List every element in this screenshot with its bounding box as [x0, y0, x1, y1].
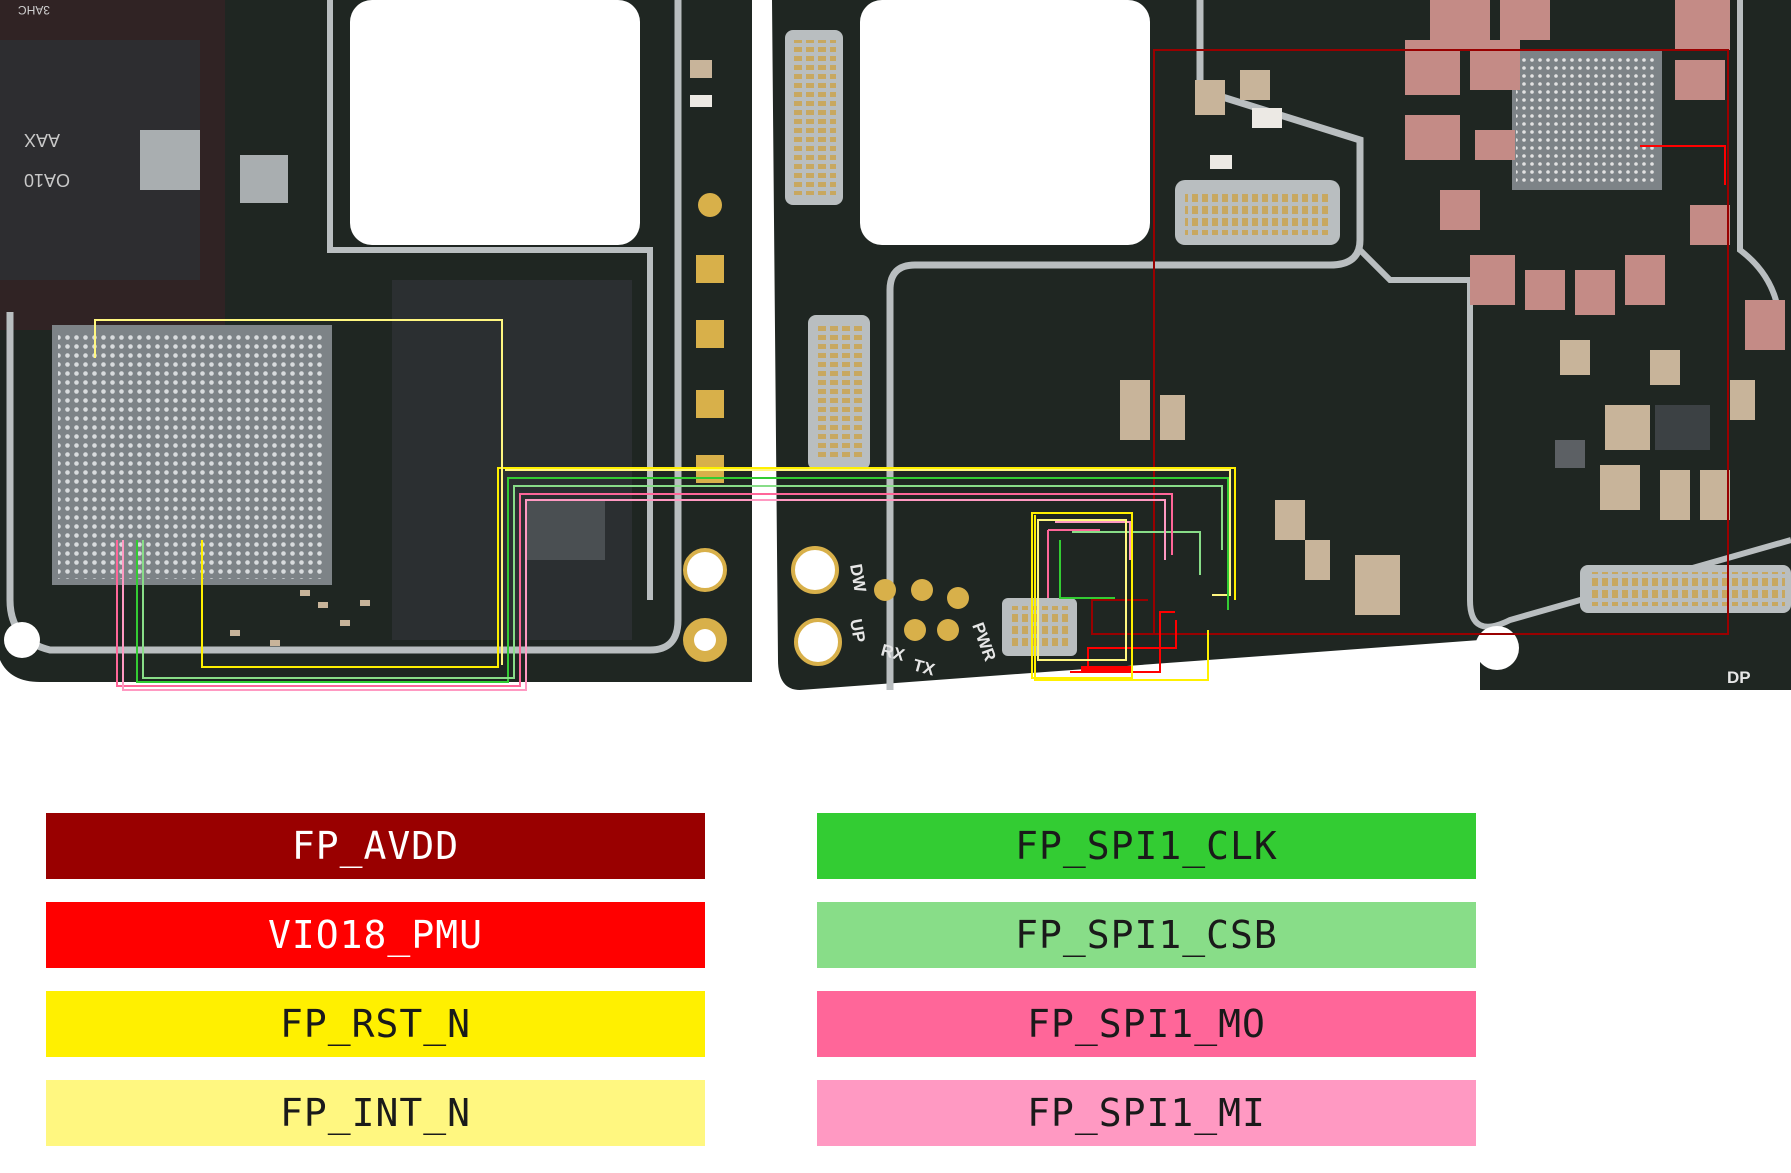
silk-dw: DW [846, 562, 870, 594]
silk-aax: AAX [24, 130, 60, 150]
right-cutout [860, 0, 1150, 245]
legend-fp-spi1-csb: FP_SPI1_CSB [817, 902, 1476, 968]
legend-fp-int-n: FP_INT_N [46, 1080, 705, 1146]
beige-caps [1120, 70, 1755, 615]
fp-connector-highlight [1031, 512, 1133, 679]
legend-label: FP_RST_N [279, 1002, 472, 1046]
left-cutout [350, 0, 640, 245]
right-test-pads [874, 579, 969, 641]
trace-fp-int-n [94, 319, 1231, 665]
silk-oa10: OA10 [24, 170, 70, 190]
legend-fp-rst-n: FP_RST_N [46, 991, 705, 1057]
silk-up: UP [846, 617, 869, 644]
legend-label: VIO18_PMU [268, 913, 483, 957]
silk-3ahc: 3AHC [18, 3, 50, 17]
legend-fp-spi1-mo: FP_SPI1_MO [817, 991, 1476, 1057]
trace-fp-spi1-csb [142, 485, 1223, 679]
legend-fp-spi1-mi: FP_SPI1_MI [817, 1080, 1476, 1146]
left-board [0, 0, 772, 700]
legend-vio18-pmu: VIO18_PMU [46, 902, 705, 968]
trace-fp-spi1-mi [122, 499, 1166, 691]
trace-fp-avdd [1091, 599, 1154, 635]
legend-fp-avdd: FP_AVDD [46, 813, 705, 879]
trace-fp-spi1-clk [136, 477, 1229, 683]
trace-fp-avdd-box [1153, 49, 1729, 635]
silk-dp: DP [1727, 668, 1751, 687]
legend-label: FP_SPI1_CSB [1015, 913, 1278, 957]
legend-label: FP_SPI1_MO [1027, 1002, 1266, 1046]
right-board: DW UP RX TX PWR DP [772, 0, 1791, 690]
signal-traces [94, 49, 1729, 691]
legend-label: FP_AVDD [291, 824, 460, 868]
memory-chip [392, 280, 632, 640]
trace-fp-spi1-mo [116, 493, 1173, 687]
left-shield-trace [6, 0, 682, 654]
legend-label: FP_INT_N [279, 1091, 472, 1135]
legend-label: FP_SPI1_MI [1027, 1091, 1266, 1135]
legend-fp-spi1-clk: FP_SPI1_CLK [817, 813, 1476, 879]
pcb-boards: DW UP RX TX PWR DP 3AHC AAX OA10 [0, 0, 1791, 700]
trace-fp-rst-n [201, 467, 1236, 681]
right-shield-trace [886, 0, 1364, 690]
legend-label: FP_SPI1_CLK [1015, 824, 1278, 868]
